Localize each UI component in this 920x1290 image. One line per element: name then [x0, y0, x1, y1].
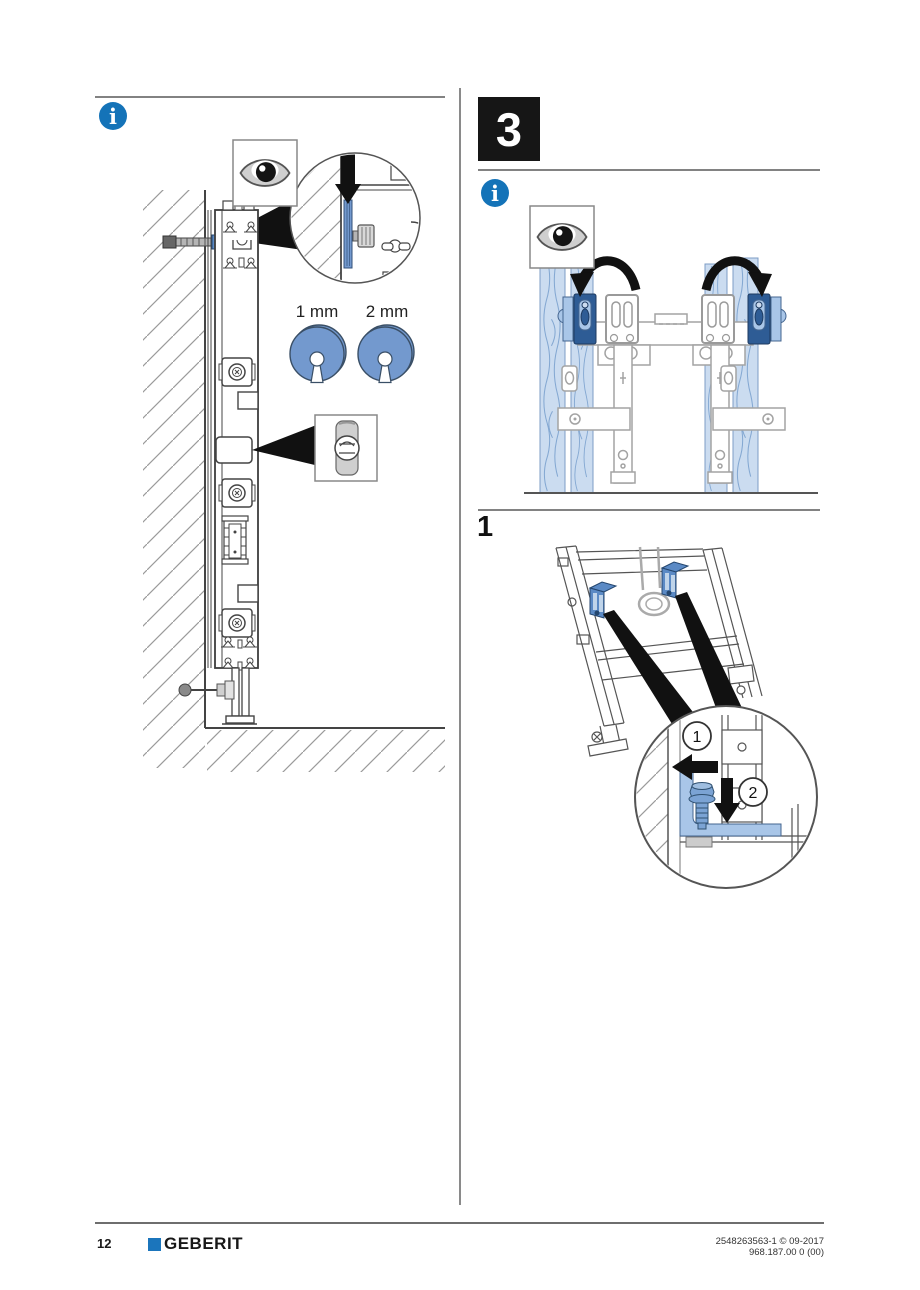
info-glyph: i [109, 103, 117, 129]
shim-1mm-label: 1 mm [296, 302, 339, 321]
info-glyph: i [491, 180, 499, 206]
frame-isometric [555, 545, 763, 757]
screw-icon [688, 782, 716, 830]
step3-rule [478, 169, 820, 171]
footer-rule [95, 1222, 824, 1224]
shim-2mm-label: 2 mm [366, 302, 409, 321]
bracket-magnifier-detail: 1 2 [634, 705, 818, 889]
magnifier-pointers [603, 592, 743, 724]
wall-section [143, 190, 445, 772]
left-top-rule [95, 96, 445, 98]
svg-text:1: 1 [693, 729, 702, 746]
info-icon: i [99, 102, 127, 130]
step-3-figure [524, 205, 818, 494]
shim-1mm [289, 324, 347, 384]
shim-magnifier-detail [289, 152, 421, 284]
level-pointer [252, 424, 319, 466]
rail-ladder-detail [221, 515, 249, 565]
substep-1-figure: 1 2 [555, 545, 818, 889]
wall-anchor-figure: 1 mm 2 mm [143, 139, 445, 772]
eye-observe-icon [529, 205, 595, 269]
doc-number: 2548263563-1 © 09-2017 968.187.00 0 (00) [716, 1236, 824, 1258]
step-3-badge: 3 [478, 97, 540, 161]
mounting-rail [207, 200, 259, 671]
spirit-level-detail [314, 414, 378, 482]
brand-square-icon [148, 1237, 161, 1251]
doc-ref: 2548263563-1 © 09-2017 [715, 1236, 824, 1247]
shim-2mm [357, 324, 415, 384]
column-divider [459, 88, 461, 1205]
page-number: 12 [97, 1236, 112, 1251]
doc-version: 968.187.00 0 (00) [748, 1247, 824, 1258]
brand-name: GEBERIT [164, 1234, 244, 1253]
eye-observe-icon [232, 139, 298, 207]
callout-1-badge: 1 [682, 721, 712, 751]
angle-brackets [588, 561, 690, 619]
rail-foot [178, 667, 257, 725]
swivel-brackets [557, 293, 787, 345]
step-3-number: 3 [495, 102, 523, 156]
substep-1-label: 1 [477, 511, 494, 543]
arrow-down-icon [341, 154, 355, 184]
arrow-down-icon [714, 778, 740, 823]
info-icon: i [481, 179, 509, 207]
callout-2-badge: 2 [738, 777, 768, 807]
brand-logo: GEBERIT [148, 1234, 243, 1254]
svg-text:2: 2 [749, 785, 758, 802]
substep-rule [478, 509, 820, 511]
rotate-arrow-icon [570, 256, 772, 297]
arrow-left-icon [672, 754, 718, 780]
